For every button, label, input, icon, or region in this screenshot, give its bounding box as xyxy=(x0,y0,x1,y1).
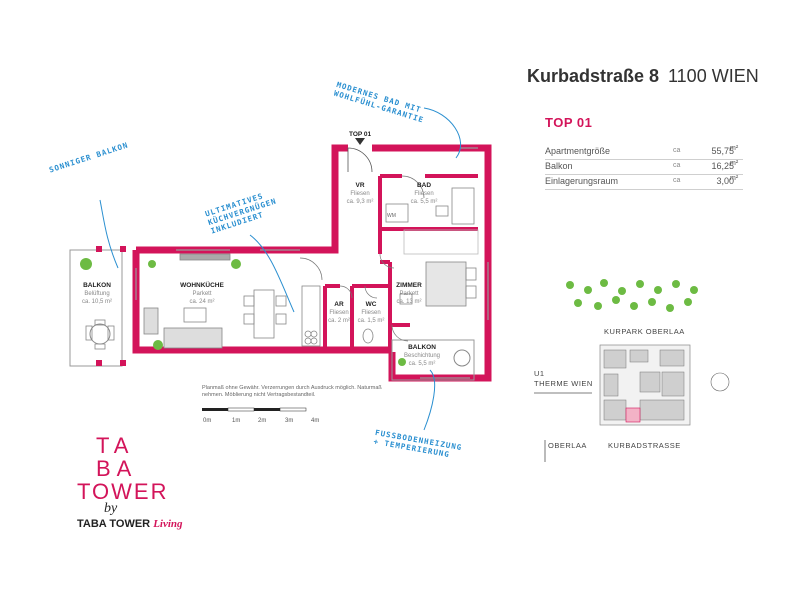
bottom-balcony xyxy=(391,339,475,381)
room-floor: Belüftung xyxy=(84,291,110,297)
area-label: Balkon xyxy=(545,161,573,171)
windows xyxy=(135,147,489,379)
area-unit: m² xyxy=(730,145,739,152)
left-balcony xyxy=(69,246,126,367)
logo-line-3: TOWER xyxy=(77,479,169,504)
logo-brand-suffix: Living xyxy=(153,518,183,530)
address-street: Kurbadstraße 8 xyxy=(527,66,660,86)
doors xyxy=(299,175,425,342)
area-value: 3,00 xyxy=(716,176,734,186)
room-floor: Parkett xyxy=(399,291,419,297)
room-floor: Fliesen xyxy=(414,191,434,197)
scale-tick: 4m xyxy=(311,418,320,424)
room-name: BALKON xyxy=(408,344,436,351)
area-value: 16,25 xyxy=(711,161,734,171)
entry-label: TOP 01 xyxy=(349,131,372,138)
room-name: BAD xyxy=(416,182,432,189)
plants xyxy=(80,258,406,366)
room-area: ca. 5,5 m² xyxy=(408,361,436,367)
area-row-storage: Einlagerungsraum ca 3,00 m² xyxy=(545,174,743,190)
room-zimmer: ZIMMER Parkett ca. 13 m² xyxy=(392,282,426,306)
area-label: Apartmentgröße xyxy=(545,146,611,156)
unit-id: TOP 01 xyxy=(545,115,593,130)
logo-by: by xyxy=(104,501,118,516)
room-name: BALKON xyxy=(83,282,111,289)
room-area: ca. 9,3 m² xyxy=(346,199,374,205)
room-floor: Fliesen xyxy=(329,310,349,316)
room-name: WC xyxy=(365,301,377,308)
room-area: ca. 1,5 m² xyxy=(357,318,385,324)
room-name: ZIMMER xyxy=(396,282,422,289)
area-row-apartment: Apartmentgröße ca 55,75 m² xyxy=(545,144,743,160)
area-label: Einlagerungsraum xyxy=(545,176,619,186)
room-area: ca. 24 m² xyxy=(189,299,215,305)
map-label-u1: U1 THERME WIEN xyxy=(534,369,604,389)
room-floor: Parkett xyxy=(192,291,212,297)
logo-brand-name: TABA TOWER xyxy=(77,518,151,530)
map-label-u1-line: U1 xyxy=(534,369,545,378)
room-wc: WC Fliesen ca. 1,5 m² xyxy=(354,301,388,325)
room-balkon-left: BALKON Belüftung ca. 10,5 m² xyxy=(76,282,118,306)
room-area: ca. 13 m² xyxy=(396,299,422,305)
area-ca: ca xyxy=(673,162,681,169)
area-ca: ca xyxy=(673,177,681,184)
map-label-kurbadstrasse: KURBADSTRASSE xyxy=(608,441,681,450)
room-area: ca. 5,5 m² xyxy=(410,199,438,205)
scale-bar xyxy=(202,407,307,412)
map-label-kurpark: KURPARK OBERLAA xyxy=(604,327,685,336)
logo-line-1: TA xyxy=(96,433,135,458)
area-unit: m² xyxy=(730,175,739,182)
map-label-u1-line: THERME WIEN xyxy=(534,379,593,388)
annotation-arrows xyxy=(99,107,462,431)
scale-tick: 2m xyxy=(258,418,267,424)
entry-door xyxy=(347,138,373,173)
room-floor: Fliesen xyxy=(361,310,381,316)
logo-line-2: BA xyxy=(96,456,138,481)
room-name: VR xyxy=(355,182,365,189)
scale-disclaimer: Planmaß ohne Gewähr. Verzerrungen durch … xyxy=(202,385,382,398)
room-wohnkueche: WOHNKÜCHE Parkett ca. 24 m² xyxy=(172,282,232,306)
room-area: ca. 10,5 m² xyxy=(81,299,112,305)
map-label-oberlaa: OBERLAA xyxy=(548,441,587,450)
area-value: 55,75 xyxy=(711,146,734,156)
site-map xyxy=(534,279,730,462)
room-balkon-bottom: BALKON Beschichtung ca. 5,5 m² xyxy=(396,344,448,368)
scale-tick: 0m xyxy=(203,418,212,424)
room-area: ca. 2 m² xyxy=(328,318,350,324)
address-city: 1100 WIEN xyxy=(668,66,759,86)
room-name: WOHNKÜCHE xyxy=(180,282,224,289)
room-name: AR xyxy=(334,301,344,308)
scale-tick: 1m xyxy=(232,418,241,424)
scale-tick: 3m xyxy=(285,418,294,424)
furniture xyxy=(143,187,479,349)
interior-walls xyxy=(323,174,478,350)
area-row-balkon: Balkon ca 16,25 m² xyxy=(545,159,743,175)
room-ar: AR Fliesen ca. 2 m² xyxy=(326,301,352,325)
room-bad: BAD Fliesen ca. 5,5 m² xyxy=(404,182,444,206)
area-unit: m² xyxy=(730,160,739,167)
logo-brand: TABA TOWER Living xyxy=(77,518,183,530)
room-floor: Beschichtung xyxy=(403,353,441,359)
room-vr: VR Fliesen ca. 9,3 m² xyxy=(342,182,378,206)
room-floor: Fliesen xyxy=(350,191,370,197)
area-ca: ca xyxy=(673,147,681,154)
wm-label: WM xyxy=(387,213,396,219)
